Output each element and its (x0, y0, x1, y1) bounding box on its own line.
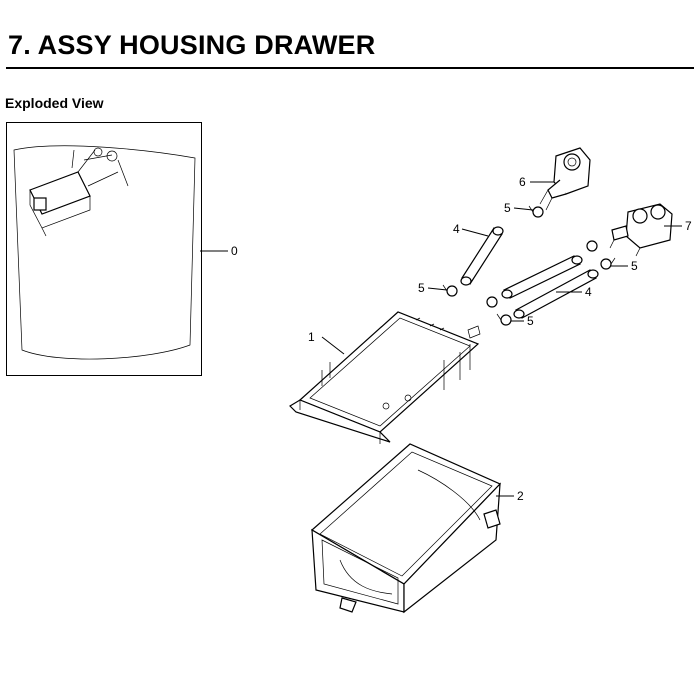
callout-2: 2 (517, 489, 524, 503)
assembly-inset-frame (6, 122, 202, 376)
callout-line-5-top (513, 207, 534, 211)
callout-4-upper: 4 (453, 222, 460, 236)
callout-line-5-left (427, 287, 448, 291)
callout-line-4-upper (461, 228, 489, 237)
callout-5-right: 5 (631, 259, 638, 273)
callout-5-top: 5 (504, 201, 511, 215)
cover-drawing (289, 311, 481, 444)
callout-5-left: 5 (418, 281, 425, 295)
title-rule (6, 67, 694, 69)
valve-single-drawing (539, 147, 591, 211)
hose-lower-drawing (501, 255, 599, 319)
callout-4-lower: 4 (585, 285, 592, 299)
callout-1: 1 (308, 330, 315, 344)
callout-5-mid: 5 (527, 314, 534, 328)
page-title: 7. ASSY HOUSING DRAWER (8, 30, 376, 60)
hose-upper-drawing (460, 226, 504, 286)
section-subtitle: Exploded View (5, 95, 104, 111)
callout-line-1 (321, 336, 345, 355)
drawer-housing-drawing (310, 443, 502, 614)
clamp-drawings (442, 205, 616, 326)
callout-0: 0 (231, 244, 238, 258)
callout-6: 6 (519, 175, 526, 189)
callout-7: 7 (685, 219, 692, 233)
valve-double-drawing (609, 203, 673, 257)
inset-assembly-drawing (13, 145, 196, 360)
